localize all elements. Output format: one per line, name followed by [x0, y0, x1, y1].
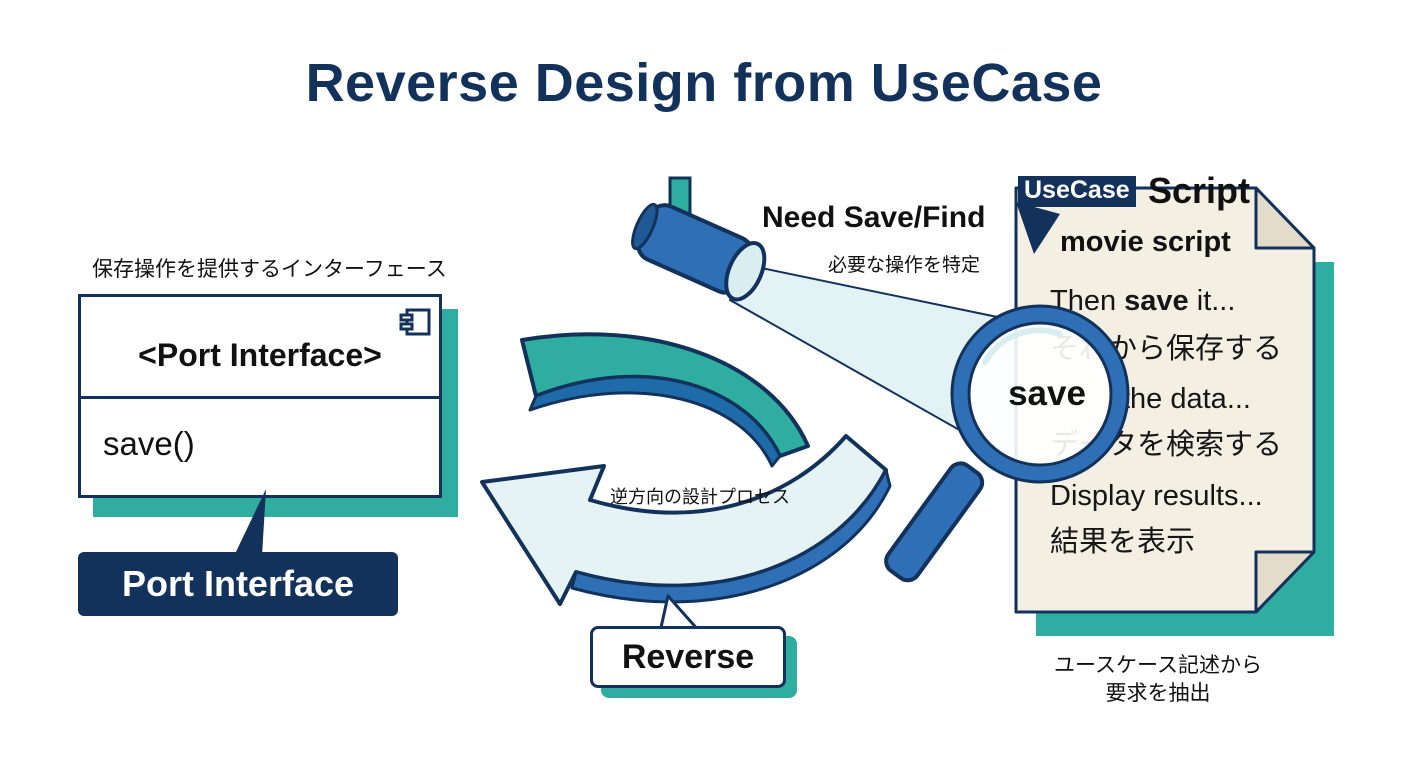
script-line-5: Display results...	[1050, 480, 1263, 512]
script-fold-top	[1254, 186, 1316, 250]
usecase-tag: UseCase	[1018, 176, 1136, 207]
component-icon	[399, 308, 431, 336]
port-interface-title: <Port Interface>	[138, 337, 382, 373]
need-title: Need Save/Find	[762, 201, 986, 234]
script-fold-bottom	[1254, 550, 1316, 614]
script-line-1: Then save it...	[1050, 285, 1235, 318]
magnifier-handle	[884, 461, 985, 583]
script-line-3: the data...	[1122, 383, 1251, 415]
reverse-arrow-edge	[570, 468, 892, 604]
reverse-label: Reverse	[590, 626, 786, 688]
magnifier-rim	[952, 306, 1128, 482]
port-method: save()	[103, 425, 195, 462]
script-title: Script	[1148, 170, 1251, 211]
script-caption-line-2: 要求を抽出	[1105, 682, 1211, 705]
script-line-1-post: it...	[1188, 285, 1236, 317]
script-caption-line-1: ユースケース記述から	[1054, 654, 1262, 677]
tag-pointer	[1016, 202, 1060, 254]
script-line-6: 結果を表示	[1050, 526, 1196, 558]
port-box-divider	[78, 396, 442, 399]
reverse-caption: 逆方向の設計プロセス	[610, 487, 790, 507]
page-title: Reverse Design from UseCase	[305, 53, 1103, 113]
port-caption: 保存操作を提供するインターフェース	[92, 258, 447, 281]
magnified-word: save	[1008, 374, 1086, 413]
script-line-1-bold: save	[1124, 285, 1189, 317]
need-subtitle: 必要な操作を特定	[828, 255, 981, 276]
script-subtitle: movie script	[1060, 226, 1231, 258]
port-interface-label: Port Interface	[78, 552, 398, 616]
teal-band-depth	[528, 375, 782, 468]
